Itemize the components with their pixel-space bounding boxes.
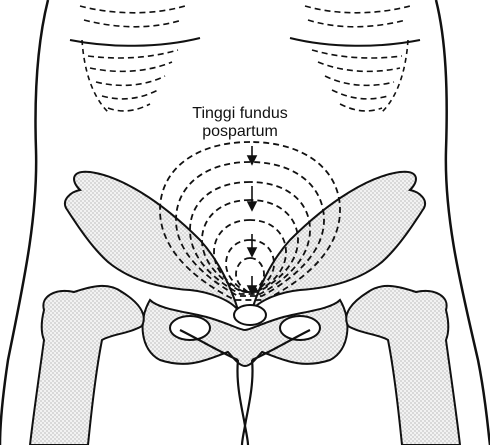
femur-left bbox=[30, 286, 144, 445]
fundus-label-line-2: pospartum bbox=[160, 122, 320, 141]
rib-cage-right bbox=[290, 6, 420, 112]
fundus-label-line-1: Tinggi fundus bbox=[160, 104, 320, 123]
femur-right bbox=[346, 286, 460, 445]
rib-cage-left bbox=[70, 6, 200, 112]
